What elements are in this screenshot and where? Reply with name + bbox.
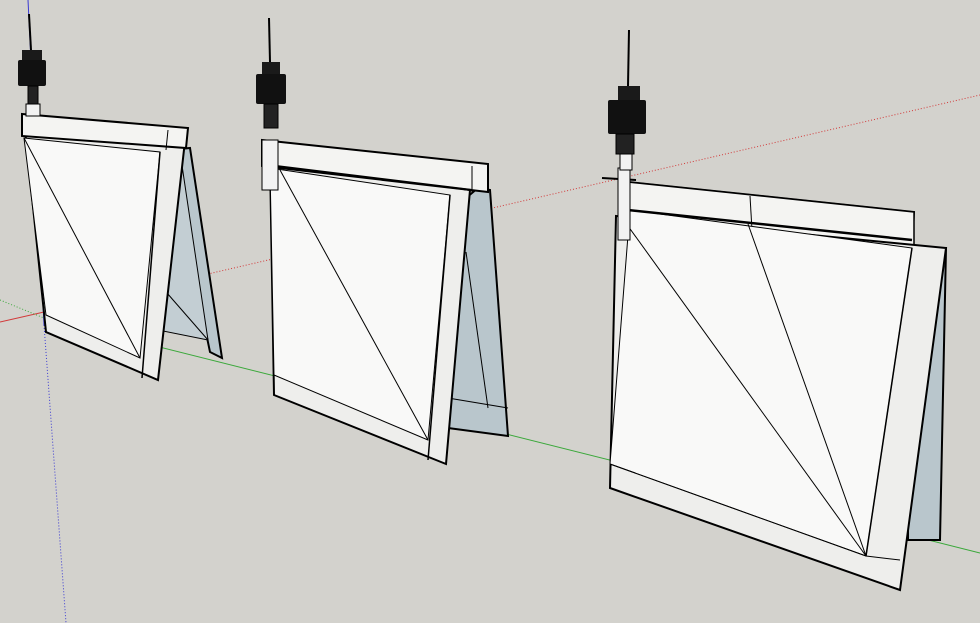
bag-3-bottom-seal <box>609 463 867 557</box>
bag-3[interactable] <box>601 29 948 592</box>
bag-2-front-fold <box>279 169 429 441</box>
bag-3-back-divider <box>749 195 753 231</box>
bag-2-port-sleeve <box>261 139 279 191</box>
red-axis <box>43 94 980 313</box>
bag-2-connector-body <box>256 74 286 104</box>
bag-2-side-seam <box>427 194 451 461</box>
bag-3-port-sleeve <box>617 167 631 241</box>
bag-2-connector-neck <box>263 103 279 129</box>
bag-1-connector-neck <box>27 85 39 105</box>
bag-3-front-fold <box>627 225 867 557</box>
bag-3-connector-body <box>608 100 646 134</box>
bag-1-seal-divider <box>165 129 169 151</box>
bag-1-side-seam <box>141 151 161 379</box>
bag-2-port[interactable] <box>256 17 286 191</box>
bag-2-back-fold <box>465 251 489 409</box>
bag-2-back-line <box>447 397 509 409</box>
bag-2-tube <box>268 17 271 63</box>
bag-1[interactable] <box>18 13 224 382</box>
bag-3-connector-tip <box>619 153 633 171</box>
bag-1-port-sleeve <box>25 103 41 117</box>
bag-3-port[interactable] <box>608 29 646 171</box>
bag-3-seal-underline <box>627 208 913 242</box>
bag-3-bottom-corner <box>865 555 901 561</box>
bag-1-front-fold <box>23 137 141 359</box>
bag-3-front-fold-2 <box>747 223 867 557</box>
bag-2-connector-top <box>262 62 280 74</box>
bag-2[interactable] <box>256 17 510 466</box>
bag-3-side-seam <box>865 247 913 557</box>
green-axis-negative <box>0 299 45 319</box>
bag-2-seal-underline <box>275 165 473 191</box>
bag-1-connector-top <box>22 50 42 60</box>
blue-axis-negative <box>43 324 67 623</box>
bag-3-tube <box>627 29 630 87</box>
bag-1-tube <box>28 13 32 51</box>
bag-1-port[interactable] <box>18 13 46 117</box>
bag-1-seal-bar <box>21 112 190 150</box>
bag-3-connector-neck <box>615 133 635 155</box>
red-axis-negative <box>0 311 45 323</box>
bag-3-connector-top <box>618 86 640 100</box>
bag-1-connector-body <box>18 60 46 86</box>
